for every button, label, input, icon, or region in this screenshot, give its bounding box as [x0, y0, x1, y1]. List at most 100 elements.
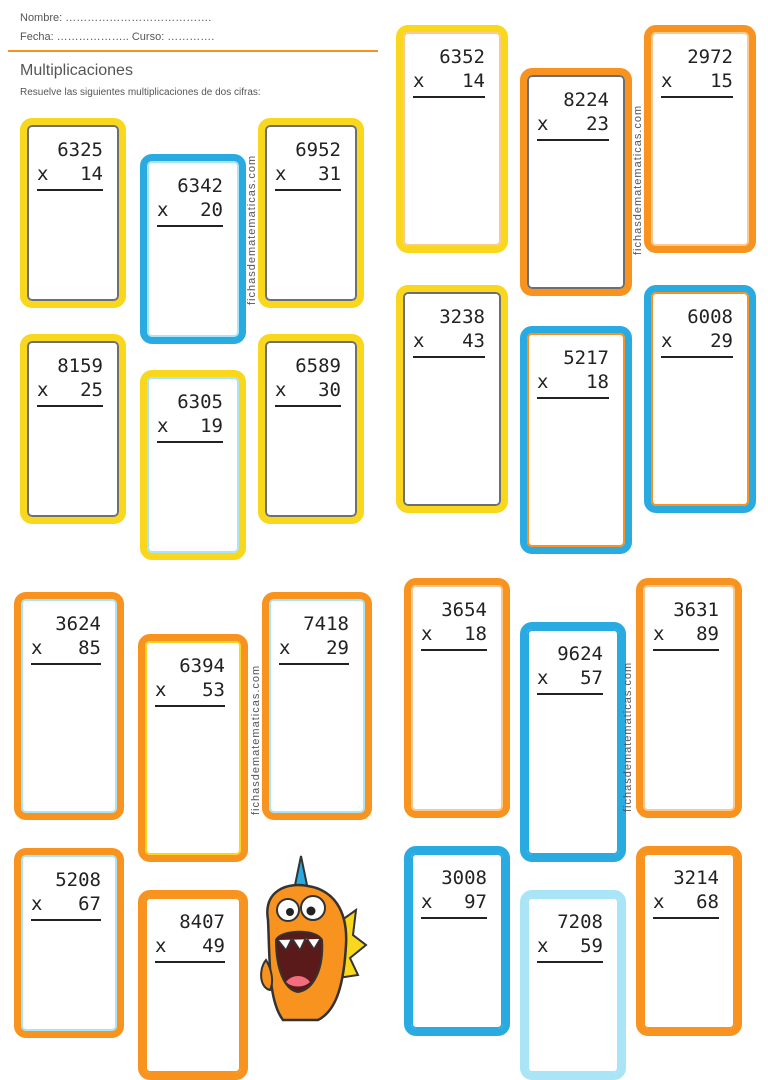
multiplier: 23	[586, 113, 609, 135]
multiplicand: 6342	[177, 175, 223, 197]
multiplier: 14	[462, 70, 485, 92]
multiplier: 30	[318, 379, 341, 401]
watermark-3: fichasdematematicas.com	[250, 664, 262, 815]
multiplier: 18	[464, 623, 487, 645]
multiply-sign: x	[537, 113, 549, 135]
multiplicand: 7208	[557, 911, 603, 933]
multiplier-row: x 15	[661, 70, 733, 92]
multiplicand: 5217	[563, 347, 609, 369]
multiplier: 29	[326, 637, 349, 659]
multiply-sign: x	[537, 371, 549, 393]
multiplicand: 3008	[441, 867, 487, 889]
multiply-sign: x	[653, 623, 665, 645]
multiply-sign: x	[37, 379, 49, 401]
multiplicand: 3624	[55, 613, 101, 635]
multiplicand: 8159	[57, 355, 103, 377]
multiplier: 67	[78, 893, 101, 915]
multiplicand: 6305	[177, 391, 223, 413]
answer-rule	[31, 663, 101, 665]
multiplier: 43	[462, 330, 485, 352]
answer-rule	[537, 961, 603, 963]
multiplier-row: x 19	[157, 415, 223, 437]
answer-rule	[157, 441, 223, 443]
answer-rule	[653, 649, 719, 651]
multiplicand: 6352	[439, 46, 485, 68]
multiplier-row: x 53	[155, 679, 225, 701]
multiplicand: 6325	[57, 139, 103, 161]
answer-rule	[37, 405, 103, 407]
answer-rule	[537, 397, 609, 399]
answer-rule	[31, 919, 101, 921]
multiplicand: 3654	[441, 599, 487, 621]
multiplier: 53	[202, 679, 225, 701]
exercise-card: 6305 x 19	[140, 370, 246, 560]
multiply-sign: x	[155, 679, 167, 701]
answer-rule	[653, 917, 719, 919]
multiplier: 19	[200, 415, 223, 437]
multiply-sign: x	[157, 415, 169, 437]
watermark-1: fichasdematematicas.com	[246, 154, 258, 305]
answer-rule	[155, 705, 225, 707]
multiply-sign: x	[661, 70, 673, 92]
multiply-sign: x	[155, 935, 167, 957]
monster-mascot-illustration	[260, 855, 368, 1022]
exercise-card: 3624 x 85	[14, 592, 124, 820]
multiplier: 29	[710, 330, 733, 352]
answer-rule	[157, 225, 223, 227]
multiplier: 85	[78, 637, 101, 659]
multiplicand: 6394	[179, 655, 225, 677]
answer-rule	[155, 961, 225, 963]
multiplier-row: x 68	[653, 891, 719, 913]
multiplicand: 9624	[557, 643, 603, 665]
multiply-sign: x	[31, 637, 43, 659]
multiply-sign: x	[537, 667, 549, 689]
exercise-card: 8224 x 23	[520, 68, 632, 296]
multiplicand: 3238	[439, 306, 485, 328]
watermark-4: fichasdematematicas.com	[622, 661, 634, 812]
exercise-card: 6952 x 31	[258, 118, 364, 308]
answer-rule	[37, 189, 103, 191]
multiply-sign: x	[653, 891, 665, 913]
header-divider	[8, 50, 378, 52]
multiplier: 20	[200, 199, 223, 221]
multiply-sign: x	[275, 163, 287, 185]
multiplier-row: x 31	[275, 163, 341, 185]
answer-rule	[279, 663, 349, 665]
multiplicand: 3631	[673, 599, 719, 621]
multiplier: 31	[318, 163, 341, 185]
multiplicand: 6952	[295, 139, 341, 161]
multiply-sign: x	[413, 330, 425, 352]
multiplier-row: x 43	[413, 330, 485, 352]
multiplicand: 7418	[303, 613, 349, 635]
multiply-sign: x	[537, 935, 549, 957]
multiplier: 15	[710, 70, 733, 92]
multiplicand: 8224	[563, 89, 609, 111]
multiply-sign: x	[421, 891, 433, 913]
multiplicand: 8407	[179, 911, 225, 933]
answer-rule	[537, 139, 609, 141]
multiplier: 68	[696, 891, 719, 913]
